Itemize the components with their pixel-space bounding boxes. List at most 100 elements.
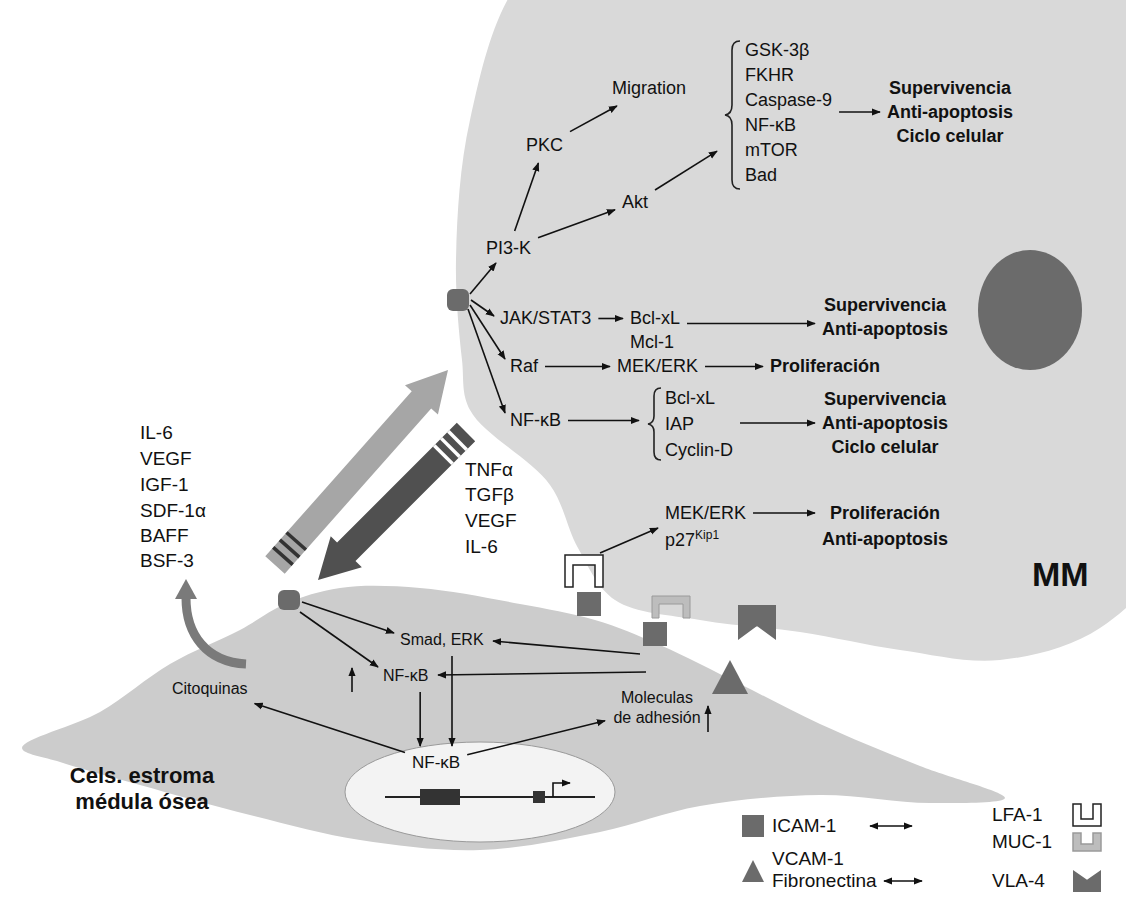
connector-line: [655, 151, 717, 190]
node-text: NF-κB: [510, 410, 561, 430]
pathway-step: Raf: [508, 354, 540, 379]
label-holder: TGFβ: [465, 484, 514, 506]
connector-line: [687, 323, 815, 325]
cell-membrane: [22, 586, 1005, 850]
text-line: Supervivencia: [822, 293, 948, 317]
pathway-arrow: [420, 692, 421, 746]
node-text: NF-κB: [745, 115, 796, 135]
text-line: Raf: [510, 355, 538, 378]
block-arrow-body: [318, 423, 475, 580]
legend-swatch: [742, 815, 764, 837]
signal-arrow: [438, 672, 646, 675]
signal-arrow: [470, 263, 496, 294]
cytokine-label: IL-6: [465, 536, 498, 558]
node-text: Anti-apoptosis: [822, 413, 948, 433]
pathway-step: PI3-K: [484, 236, 533, 261]
label-holder: BAFF: [140, 525, 189, 547]
node-text: Proliferación: [770, 356, 880, 376]
pathway-arrow: [705, 366, 763, 367]
node-text: Supervivencia: [824, 389, 946, 409]
cell-membrane: [456, 0, 1126, 661]
text-line: Cyclin-D: [665, 437, 733, 463]
connector-line: [570, 106, 617, 132]
node-text: Mcl-1: [630, 332, 674, 352]
cell-shape: MMMigrationPKCPI3-KAktGSK-3βFKHRCaspase-…: [440, 0, 1126, 720]
node-text: Anti-apoptosis: [822, 529, 948, 549]
cytokine-label: TGFβ: [465, 484, 514, 506]
pathway-step: SupervivenciaAnti-apoptosis: [820, 292, 950, 342]
binding-arrow: [884, 880, 922, 882]
icam1-symbol: [742, 815, 764, 837]
text-line: Anti-apoptosis: [887, 100, 1013, 124]
node-text: Bad: [745, 165, 777, 185]
connector-line: [598, 318, 623, 320]
lfa1-symbol: [565, 555, 603, 587]
node-text: Cyclin-D: [665, 440, 733, 460]
node-text: FKHR: [745, 65, 794, 85]
pathway-step: PKC: [524, 133, 565, 158]
cell-heading: MM: [1030, 553, 1091, 595]
text-line: p27Kip1: [665, 527, 746, 556]
signal-arrow: [600, 528, 658, 553]
pathway-arrow: [655, 151, 717, 190]
legend-text: VLA-4: [992, 870, 1045, 892]
cell-shape: Cels. estroma médula óseaCitoquinasNF-κB…: [10, 570, 1020, 870]
secretion-block-arrow: [318, 423, 475, 580]
pathway-arrow: [568, 420, 639, 421]
text-line: Bad: [745, 163, 832, 188]
text-line: Migration: [612, 77, 686, 100]
text-line: Ciclo celular: [822, 435, 948, 459]
text-line: Cels. estroma médula ósea: [47, 763, 237, 815]
text-line: PI3-K: [486, 237, 531, 260]
signal-arrow: [300, 612, 378, 667]
cytokine-label: VEGF: [140, 448, 192, 470]
pathway-step: Akt: [620, 190, 650, 215]
node-text: IAP: [665, 414, 694, 434]
pathway-arrow: [839, 112, 880, 113]
signal-arrow: [471, 300, 494, 316]
cell-heading: Cels. estroma médula ósea: [45, 762, 239, 816]
node-text: Raf: [510, 356, 538, 376]
text-line: Bcl-xL: [630, 306, 680, 330]
node-text: JAK/STAT3: [500, 308, 591, 328]
node-text: PI3-K: [486, 238, 531, 258]
text-line: Anti-apoptosis: [822, 526, 948, 552]
connector-line: [515, 163, 539, 231]
connector-line: [545, 366, 610, 368]
text-line: Supervivencia: [822, 387, 948, 411]
node-text: Bcl-xL: [630, 308, 680, 328]
node-text: mTOR: [745, 140, 798, 160]
text-line: Moleculas de adhesión: [612, 688, 702, 728]
pathway-arrow: [687, 323, 815, 324]
node-text: Proliferación: [830, 503, 940, 523]
pathway-arrow: [740, 423, 815, 424]
pathway-step: JAK/STAT3: [498, 306, 593, 331]
block-arrow-stripe: [287, 532, 306, 549]
superscript-text: Kip1: [695, 528, 719, 542]
node-text: Ciclo celular: [831, 437, 938, 457]
connector-line: [568, 420, 639, 422]
node-text: NF-κB: [383, 667, 428, 684]
dna-strand: [385, 796, 595, 798]
text-line: Mcl-1: [630, 330, 680, 354]
node-text: GSK-3β: [745, 40, 809, 60]
text-line: IAP: [665, 411, 733, 437]
pathway-step: SupervivenciaAnti-apoptosisCiclo celular: [820, 386, 950, 460]
pathway-step: ProliferaciónAnti-apoptosis: [820, 499, 950, 553]
text-line: NF-κB: [383, 666, 428, 686]
cytokine-label: VEGF: [465, 510, 517, 532]
text-line: Proliferación: [822, 500, 948, 526]
block-arrow-stripe: [434, 445, 452, 463]
legend-swatch: [1072, 803, 1102, 827]
connector-line: [740, 422, 815, 424]
connector-line: [467, 721, 605, 755]
binding-arrow: [870, 825, 912, 827]
muc1-symbol: [1073, 833, 1101, 851]
secretion-arrow-head: [175, 579, 197, 599]
bracket: [725, 41, 740, 189]
increase-arrow: [707, 706, 709, 732]
signal-arrow: [493, 641, 640, 654]
pathway-arrow: [515, 163, 539, 231]
text-line: MEK/ERK: [665, 500, 746, 527]
node-text: Anti-apoptosis: [822, 319, 948, 339]
